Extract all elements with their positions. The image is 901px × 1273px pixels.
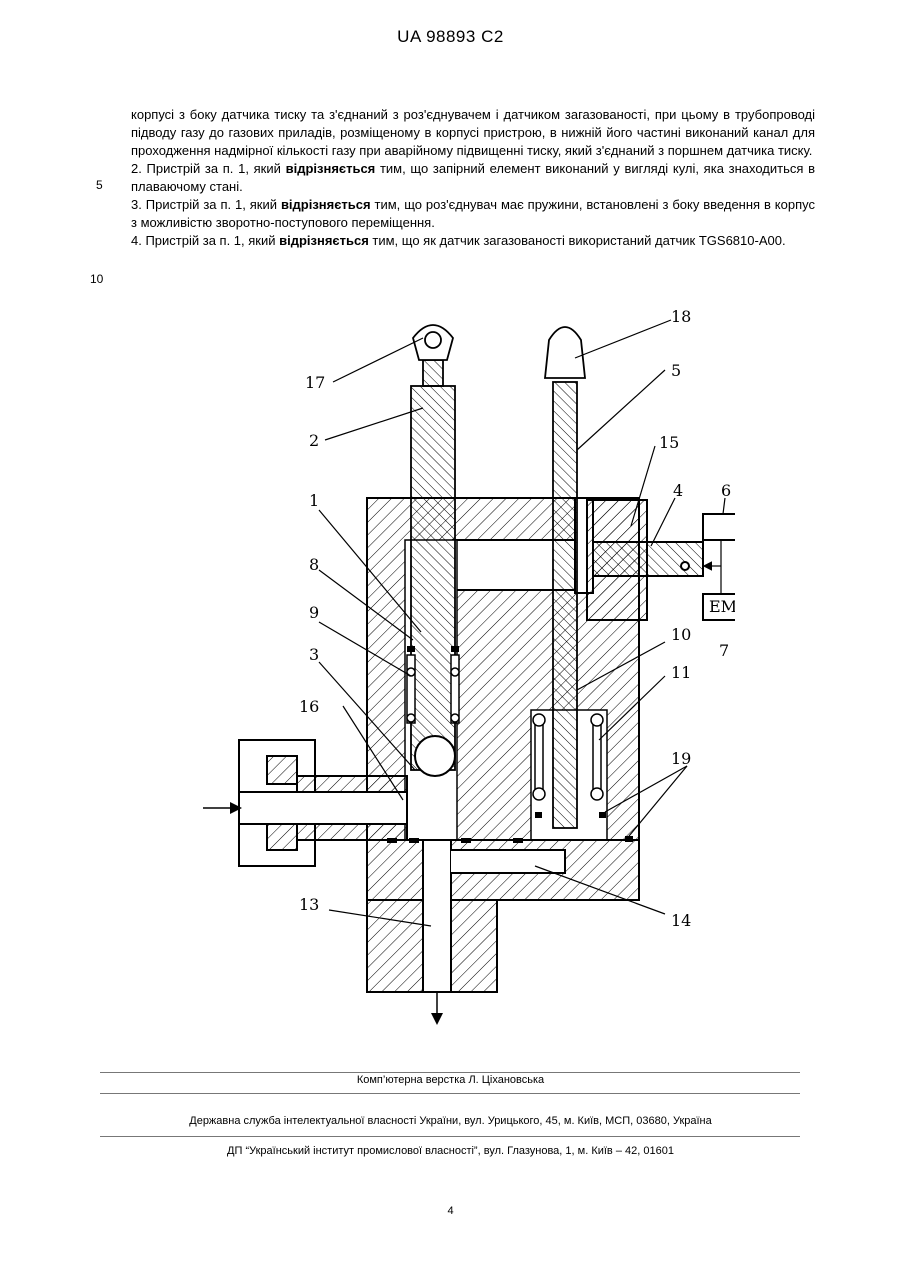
label-8: 8: [309, 555, 319, 574]
claim-2: 2. Пристрій за п. 1, який відрізняється …: [131, 160, 815, 196]
footer-office-address: Державна служба інтелектуальної власност…: [0, 1115, 901, 1127]
label-15: 15: [659, 433, 679, 452]
claim-3: 3. Пристрій за п. 1, який відрізняється …: [131, 196, 815, 232]
document-header: UA 98893 C2: [0, 27, 901, 47]
label-18: 18: [671, 307, 691, 326]
label-11: 11: [671, 663, 691, 682]
footer-rule-bottom: [100, 1136, 800, 1137]
rod-2: [411, 325, 455, 770]
label-13: 13: [299, 895, 319, 914]
line-number-10: 10: [90, 272, 103, 286]
label-14: 14: [671, 911, 691, 930]
footer-rule-middle: [100, 1093, 800, 1094]
line-number-5: 5: [96, 178, 103, 192]
label-5: 5: [671, 361, 681, 380]
label-9: 9: [309, 603, 319, 622]
page-number: 4: [0, 1205, 901, 1217]
label-2: 2: [309, 431, 319, 450]
footer-rule-top: [100, 1072, 800, 1073]
label-6: 6: [721, 481, 731, 500]
claim-4: 4. Пристрій за п. 1, який відрізняється …: [131, 232, 815, 250]
label-7: 7: [719, 641, 729, 660]
claim-1-continuation: корпусі з боку датчика тиску та з'єднани…: [131, 106, 815, 160]
claims-text: корпусі з боку датчика тиску та з'єднани…: [131, 106, 815, 250]
label-19: 19: [671, 749, 691, 768]
label-1: 1: [309, 491, 319, 510]
lower-body: [367, 840, 639, 992]
label-3: 3: [309, 645, 319, 664]
label-17: 17: [305, 373, 325, 392]
footer-institute-address: ДП “Український інститут промислової вла…: [0, 1145, 901, 1157]
footer-layout-credit: Комп’ютерна верстка Л. Ціхановська: [0, 1074, 901, 1086]
label-10: 10: [671, 625, 691, 644]
technical-drawing: EM 17 18 5 2 15 4 6 1 8 9 3 7 10 11 16 1…: [195, 300, 735, 1030]
label-4: 4: [673, 481, 683, 500]
em-box-label: EM: [709, 597, 735, 616]
label-16: 16: [299, 697, 319, 716]
ball-valve: [415, 736, 455, 776]
